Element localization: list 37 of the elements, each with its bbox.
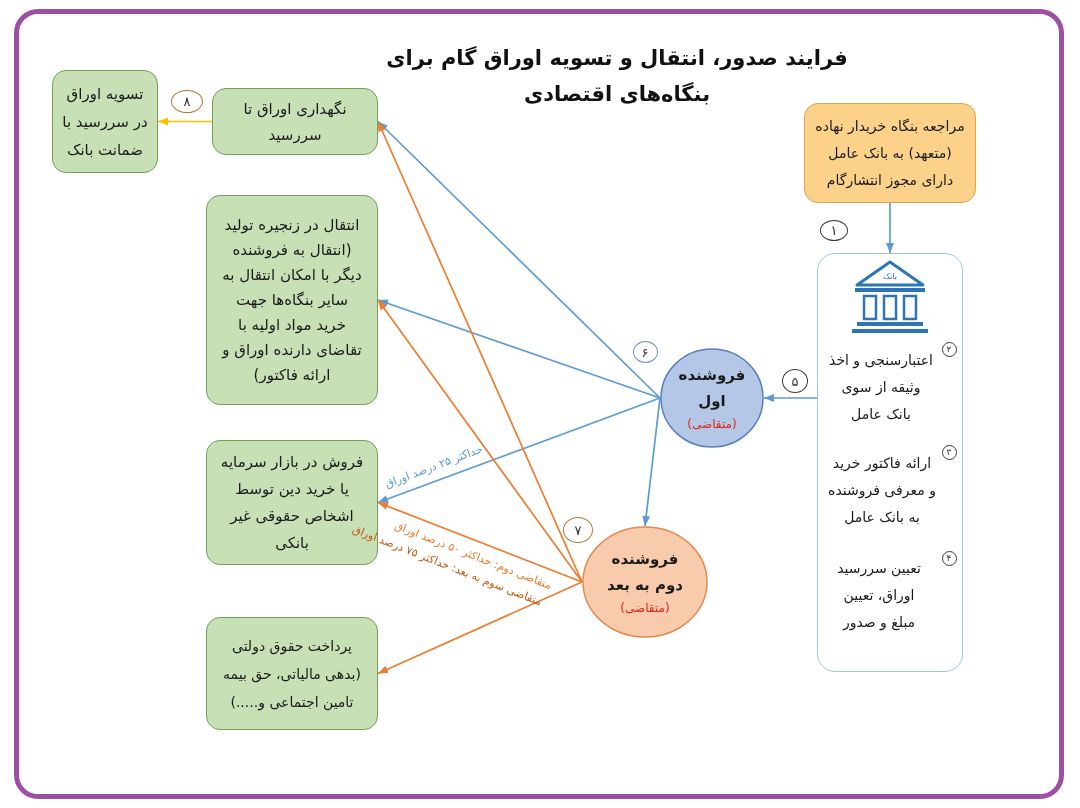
icon-text: بانک [882, 273, 898, 281]
arrow [377, 397, 661, 504]
arrow [157, 117, 213, 126]
process-box [206, 617, 378, 730]
box-text: نگهداری اوراق تا سررسید [242, 98, 348, 146]
node-title: فروشنده دوم به بعد [606, 549, 684, 596]
node-note: (متقاضی) [620, 600, 670, 617]
node-note: (متقاضی) [687, 416, 737, 433]
step-text: اعتبارسنجی و اخذ وثیقه از سوی بانک عامل [828, 351, 934, 424]
box-text: مراجعه بنگاه خریدار نهاده (متعهد) به بانک عامل دارای مجوز انتشارگام [815, 116, 965, 191]
callout-number: ۱ [820, 219, 848, 241]
arrow [377, 299, 583, 583]
callout-number: ۸ [171, 89, 203, 113]
callout-number: ۵ [782, 369, 808, 393]
box-text: پرداخت حقوق دولتی (بدهی مالیاتی، حق بیمه تامین اجتماعی و.....) [222, 636, 362, 713]
arrow [377, 299, 661, 399]
process-box [206, 440, 378, 565]
process-box [212, 88, 378, 155]
arrow [377, 120, 661, 399]
request-box [804, 103, 976, 203]
title: فرایند صدور، انتقال و تسویه اوراق گام برای بنگاه‌های اقتصادی [385, 45, 849, 108]
process-box [206, 195, 378, 405]
arrow [642, 397, 661, 527]
callout-number: ۶ [632, 341, 658, 363]
edge-label: حداکثر ۲۵ درصد اوراق [383, 442, 485, 492]
arrow [377, 581, 583, 675]
step-text: تعیین سررسید اوراق، تعیین مبلغ و صدور [836, 559, 922, 633]
step-text: ارائه فاکتور خرید و معرفی فروشنده به بانک عامل [828, 454, 936, 527]
panel [817, 253, 963, 672]
arrow [377, 501, 583, 583]
arrow [763, 394, 818, 402]
box-text: انتقال در زنجیره تولید (انتقال به فروشنده دیگر با امکان انتقال به سایر بنگاه‌ها جهت خرید مواد اولیه با تقاضای دارنده اوراق و ارائه فاکتور) [220, 214, 363, 386]
arrow [886, 202, 894, 254]
box-text: تسویه اوراق در سررسید با ضمانت بانک [61, 83, 149, 161]
node-title: فروشنده اول [677, 365, 747, 412]
process-box [52, 70, 158, 173]
callout-number: ۷ [563, 517, 593, 543]
